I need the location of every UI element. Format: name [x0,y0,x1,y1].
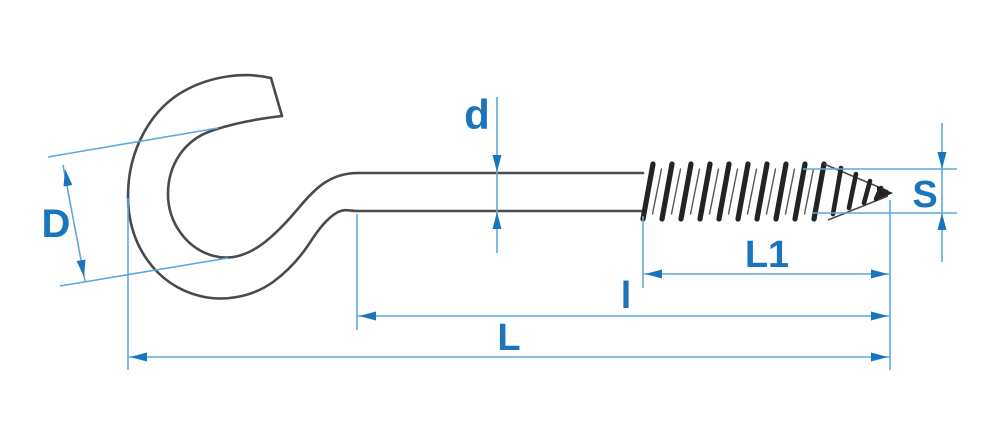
arrowhead-left [130,352,147,362]
screw-tip [877,186,893,200]
dimension-thread-diameter: S [803,123,957,262]
label-overall-length: L [497,317,520,359]
arrowhead-down-slanted [76,259,86,277]
label-hook-diameter: D [42,202,71,246]
extension-lines [127,198,891,370]
dimension-wire-diameter: d [464,91,502,253]
arrowhead-right [871,311,888,321]
arrowhead-left [645,269,662,279]
label-thread-diameter: S [912,174,937,216]
screw-thread [640,161,893,222]
hook-outline [126,73,645,300]
arrowhead-up [937,213,947,230]
label-wire-diameter: d [464,91,490,138]
dimension-thread-length: L1 [644,234,889,279]
hook-tip-edge [269,76,284,118]
arrowhead-right [871,352,888,362]
arrowhead-down [492,155,502,172]
dimension-shank-length: l [358,275,889,321]
label-thread-length: L1 [745,234,789,276]
arrowhead-down [937,152,947,169]
hook-outer-edge [126,73,645,300]
arrowhead-up-slanted [63,169,73,187]
dimension-hook-diameter: D [42,127,229,287]
arrowhead-right [871,269,888,279]
arrowhead-up [492,212,502,229]
arrowhead-left [359,311,376,321]
hook-inner-edge [166,114,645,259]
label-shank-length: l [621,275,632,317]
dimension-overall-length: L [129,317,889,362]
